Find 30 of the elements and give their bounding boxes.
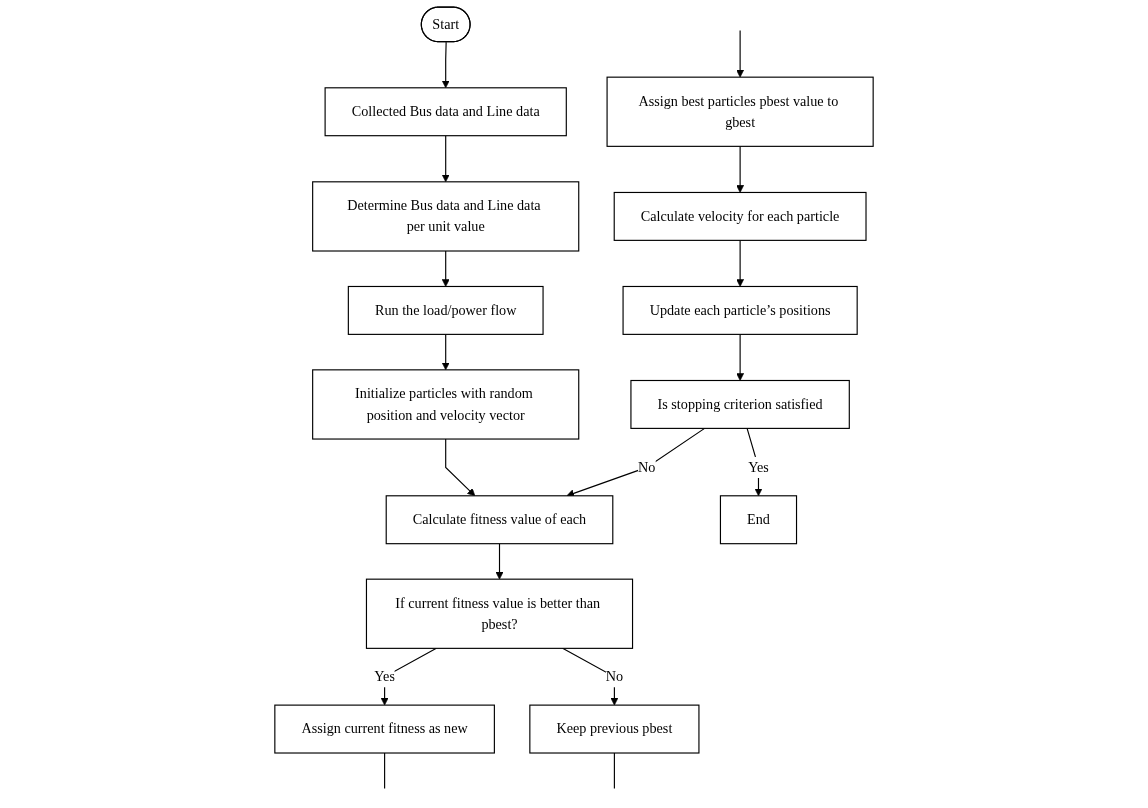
arrow bbox=[736, 30, 744, 78]
node-box: If current fitness value is better than pbest? bbox=[365, 578, 634, 649]
arrow bbox=[441, 333, 450, 371]
node-box: Assign best particles pbest value to gbest bbox=[606, 76, 874, 147]
arrow bbox=[441, 41, 450, 89]
arrow bbox=[736, 333, 744, 381]
node-box: Determine Bus data and Line data per unit value bbox=[312, 181, 580, 252]
node-box: Run the load/power flow bbox=[347, 285, 544, 335]
connector bbox=[384, 752, 386, 790]
node-box: Assign current fitness as new bbox=[274, 704, 495, 754]
edge-label: No bbox=[638, 459, 656, 475]
arrow bbox=[495, 543, 504, 580]
node-box: Keep previous pbest bbox=[529, 704, 700, 754]
arrow bbox=[380, 647, 437, 706]
node-box: Initialize particles with random position and velocity vector bbox=[312, 369, 580, 440]
arrow bbox=[445, 438, 476, 497]
arrow bbox=[736, 239, 744, 287]
node-box: Calculate velocity for each particle bbox=[613, 191, 867, 241]
node-box: Calculate fitness value of each bbox=[385, 495, 614, 545]
arrow bbox=[441, 250, 450, 287]
node-box: Is stopping criterion satisfied bbox=[630, 379, 850, 429]
connector bbox=[613, 752, 615, 790]
arrow bbox=[441, 135, 450, 183]
edge-label: Yes bbox=[374, 668, 395, 684]
node-box: Update each particle’s positions bbox=[622, 285, 858, 335]
edge-label: Yes bbox=[748, 459, 769, 475]
node-box: End bbox=[719, 495, 798, 545]
arrow bbox=[736, 145, 744, 193]
node-box: Collected Bus data and Line data bbox=[324, 87, 567, 137]
edge-label: No bbox=[605, 668, 624, 684]
